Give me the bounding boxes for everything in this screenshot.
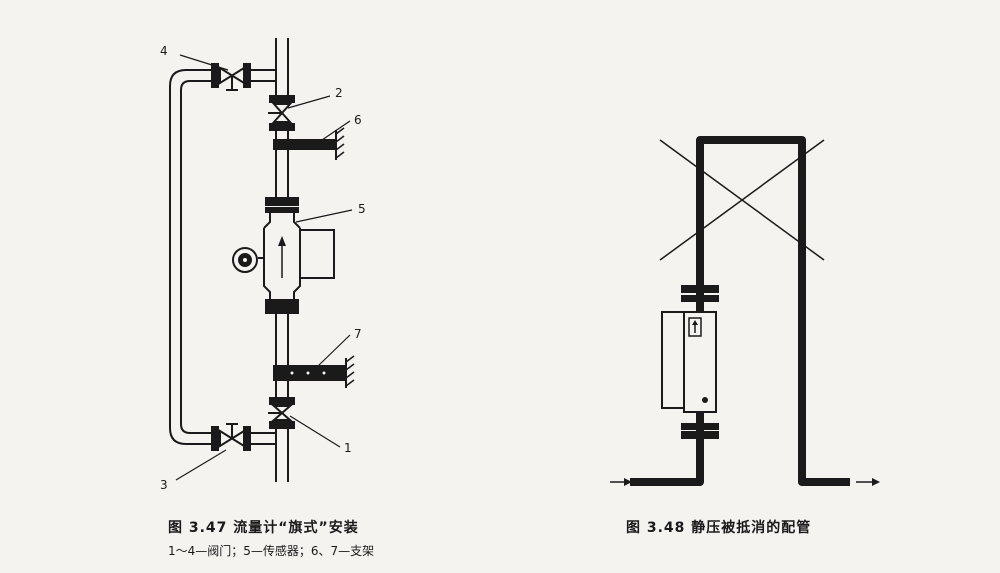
sensor-5 [232,197,335,314]
flow-arrows [610,478,880,486]
figure-47-caption: 图 3.47 流量计“旗式”安装 [168,520,359,536]
support-7 [273,355,355,388]
cross-mark [659,139,825,261]
label-1: 1 [344,441,352,455]
flowmeter [661,285,719,439]
figure-47-labels: 4 2 6 5 7 1 3 [160,44,366,492]
piping-loop [630,136,850,486]
figure-48-caption: 图 3.48 静压被抵消的配管 [626,520,812,536]
label-6: 6 [354,113,362,127]
bypass-pipe [169,69,276,445]
valve-3 [211,423,251,451]
figure-48-static-pressure-piping [610,136,880,486]
figure-47-legend: 1～4—阀门；5—传感器；6、7—支架 [168,544,375,558]
label-3: 3 [160,478,168,492]
figure-47-flag-installation [169,38,355,482]
label-2: 2 [335,86,343,100]
support-6 [273,127,345,160]
label-4: 4 [160,44,168,58]
leader-lines [175,54,353,481]
valve-2 [268,95,295,131]
label-5: 5 [358,202,366,216]
valve-4 [211,63,251,91]
label-7: 7 [354,327,362,341]
valve-1 [268,397,295,429]
